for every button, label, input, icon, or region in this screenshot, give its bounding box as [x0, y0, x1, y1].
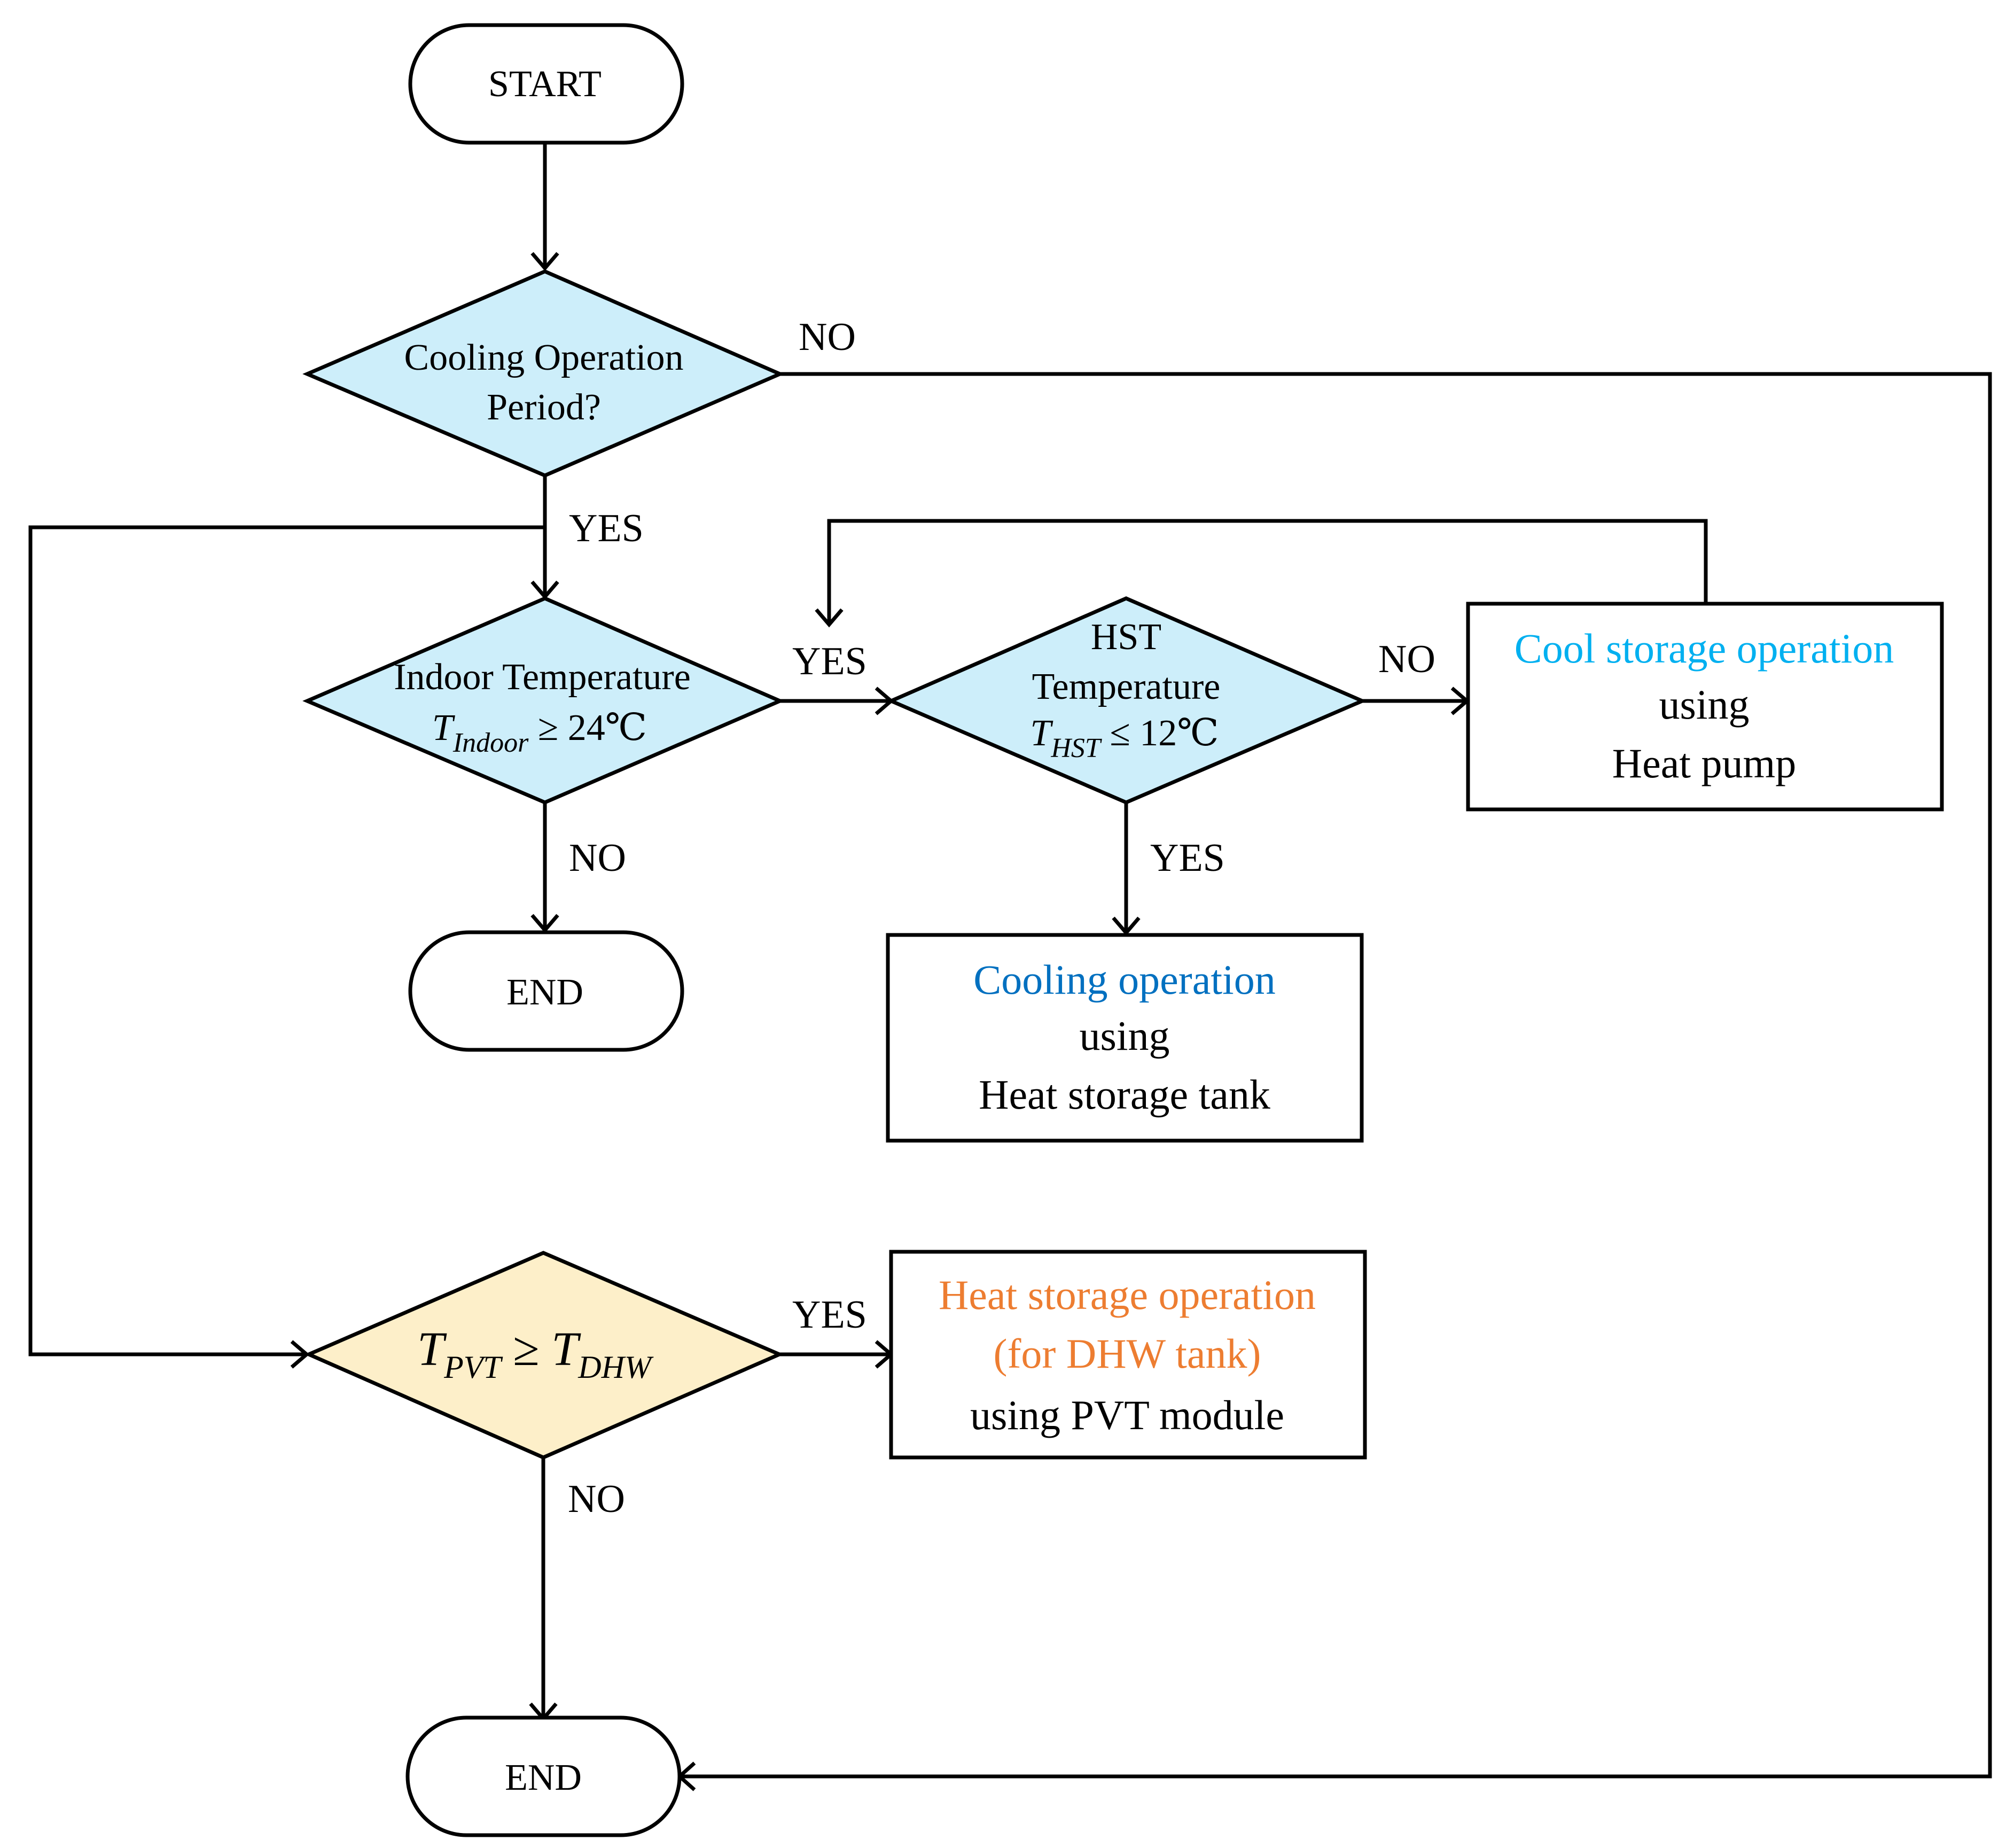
pvt-var2: T — [551, 1323, 581, 1376]
end-2-label: END — [505, 1757, 582, 1798]
cool-storage-box: Cool storage operation using Heat pump — [1466, 602, 1944, 812]
heat-storage-line2: (for DHW tank) — [993, 1330, 1261, 1377]
hst-var: T — [1030, 713, 1053, 754]
cooling-op-box: Cooling operation using Heat storage tan… — [886, 933, 1364, 1143]
label-cooling-no: NO — [799, 315, 856, 359]
edge-labels: NO YES YES NO NO YES YES NO — [568, 315, 1435, 1521]
hst-rel: ≤ 12℃ — [1100, 713, 1219, 754]
cooling-period-line1: Cooling Operation — [404, 337, 684, 378]
cooling-op-line1: Cooling operation — [973, 956, 1275, 1003]
hst-temp-decision: HST Temperature THST ≤ 12℃ — [886, 596, 1367, 805]
decision-shape — [886, 596, 1367, 805]
label-cooling-yes: YES — [569, 506, 644, 550]
label-hst-no: NO — [1378, 637, 1435, 681]
label-pvt-no: NO — [568, 1477, 625, 1521]
connectors — [28, 143, 1992, 1791]
end-1-label: END — [506, 972, 583, 1013]
cooling-op-line2: using — [1079, 1012, 1169, 1059]
pvt-rel: ≥ — [501, 1323, 551, 1376]
decision-shape — [302, 269, 785, 478]
heat-storage-box: Heat storage operation (for DHW tank) us… — [889, 1250, 1367, 1460]
end-terminator-1: END — [408, 930, 684, 1052]
start-label: START — [488, 64, 602, 105]
edge-cooling-yes-to-pvt — [28, 525, 545, 1356]
label-indoor-yes: YES — [792, 640, 867, 683]
heat-storage-line1: Heat storage operation — [939, 1272, 1316, 1318]
label-pvt-yes: YES — [792, 1293, 867, 1337]
pvt-var1: T — [417, 1323, 447, 1376]
pvt-sub2: DHW — [577, 1350, 654, 1385]
arrowhead — [815, 608, 844, 628]
indoor-rel: ≥ 24℃ — [528, 707, 647, 748]
hst-sub: HST — [1050, 733, 1102, 763]
edge-cooling-no-to-end — [682, 372, 1992, 1779]
indoor-temp-condition: TIndoor ≥ 24℃ — [432, 707, 647, 758]
start-terminator: START — [408, 23, 684, 145]
indoor-var: T — [432, 707, 456, 748]
decision-shape — [304, 1251, 784, 1460]
pvt-compare-decision: TPVT ≥ TDHW — [304, 1251, 784, 1460]
edge-cool-storage-loop — [827, 519, 1708, 622]
arrowhead — [1112, 916, 1141, 936]
label-indoor-no: NO — [569, 836, 626, 880]
cool-storage-line2: using — [1659, 681, 1749, 728]
indoor-sub: Indoor — [452, 728, 529, 758]
cooling-op-line3: Heat storage tank — [979, 1071, 1270, 1118]
hst-temp-condition: THST ≤ 12℃ — [1030, 713, 1219, 763]
end-terminator-2: END — [405, 1716, 682, 1837]
arrowhead — [530, 252, 559, 271]
hst-temp-line2: Temperature — [1032, 666, 1221, 707]
cool-storage-line3: Heat pump — [1612, 740, 1796, 786]
indoor-temp-decision: Indoor Temperature TIndoor ≥ 24℃ — [302, 596, 785, 805]
label-hst-yes: YES — [1150, 836, 1225, 880]
pvt-sub1: PVT — [443, 1350, 503, 1385]
decision-shape — [302, 596, 785, 805]
cooling-period-decision: Cooling Operation Period? — [302, 269, 785, 478]
pvt-condition: TPVT ≥ TDHW — [417, 1323, 654, 1385]
hst-temp-line1: HST — [1091, 617, 1161, 658]
arrowhead — [530, 914, 559, 933]
cooling-period-line2: Period? — [487, 387, 601, 428]
cool-storage-line1: Cool storage operation — [1515, 625, 1894, 672]
indoor-temp-line1: Indoor Temperature — [394, 657, 691, 698]
heat-storage-line3: using PVT module — [970, 1392, 1284, 1438]
